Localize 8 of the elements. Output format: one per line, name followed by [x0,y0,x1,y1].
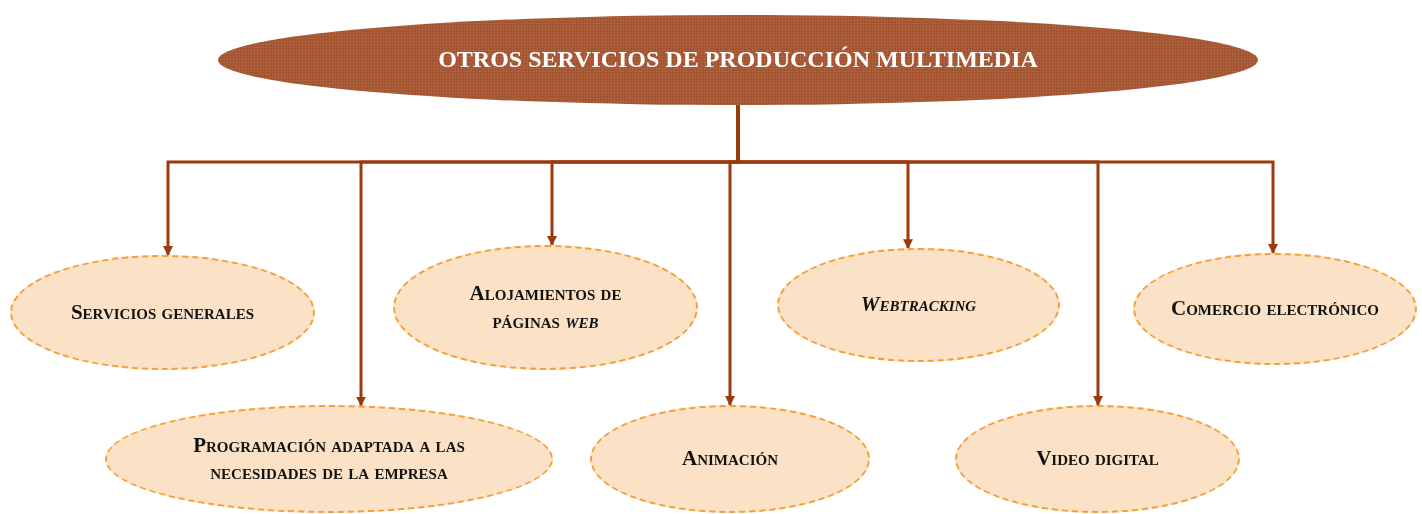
service-label: Programación adaptada a las necesidades de la empresa [192,431,466,486]
service-label: Animación [682,445,778,473]
service-label: Servicios generales [70,298,255,326]
service-label: Video digital [1036,445,1159,473]
service-label: Comercio electrónico [1171,295,1379,323]
service-label: Alojamientos de páginas web [468,280,623,335]
service-label: Webtracking [860,291,977,319]
title-text: OTROS SERVICIOS DE PRODUCCIÓN MULTIMEDIA [438,45,1038,75]
